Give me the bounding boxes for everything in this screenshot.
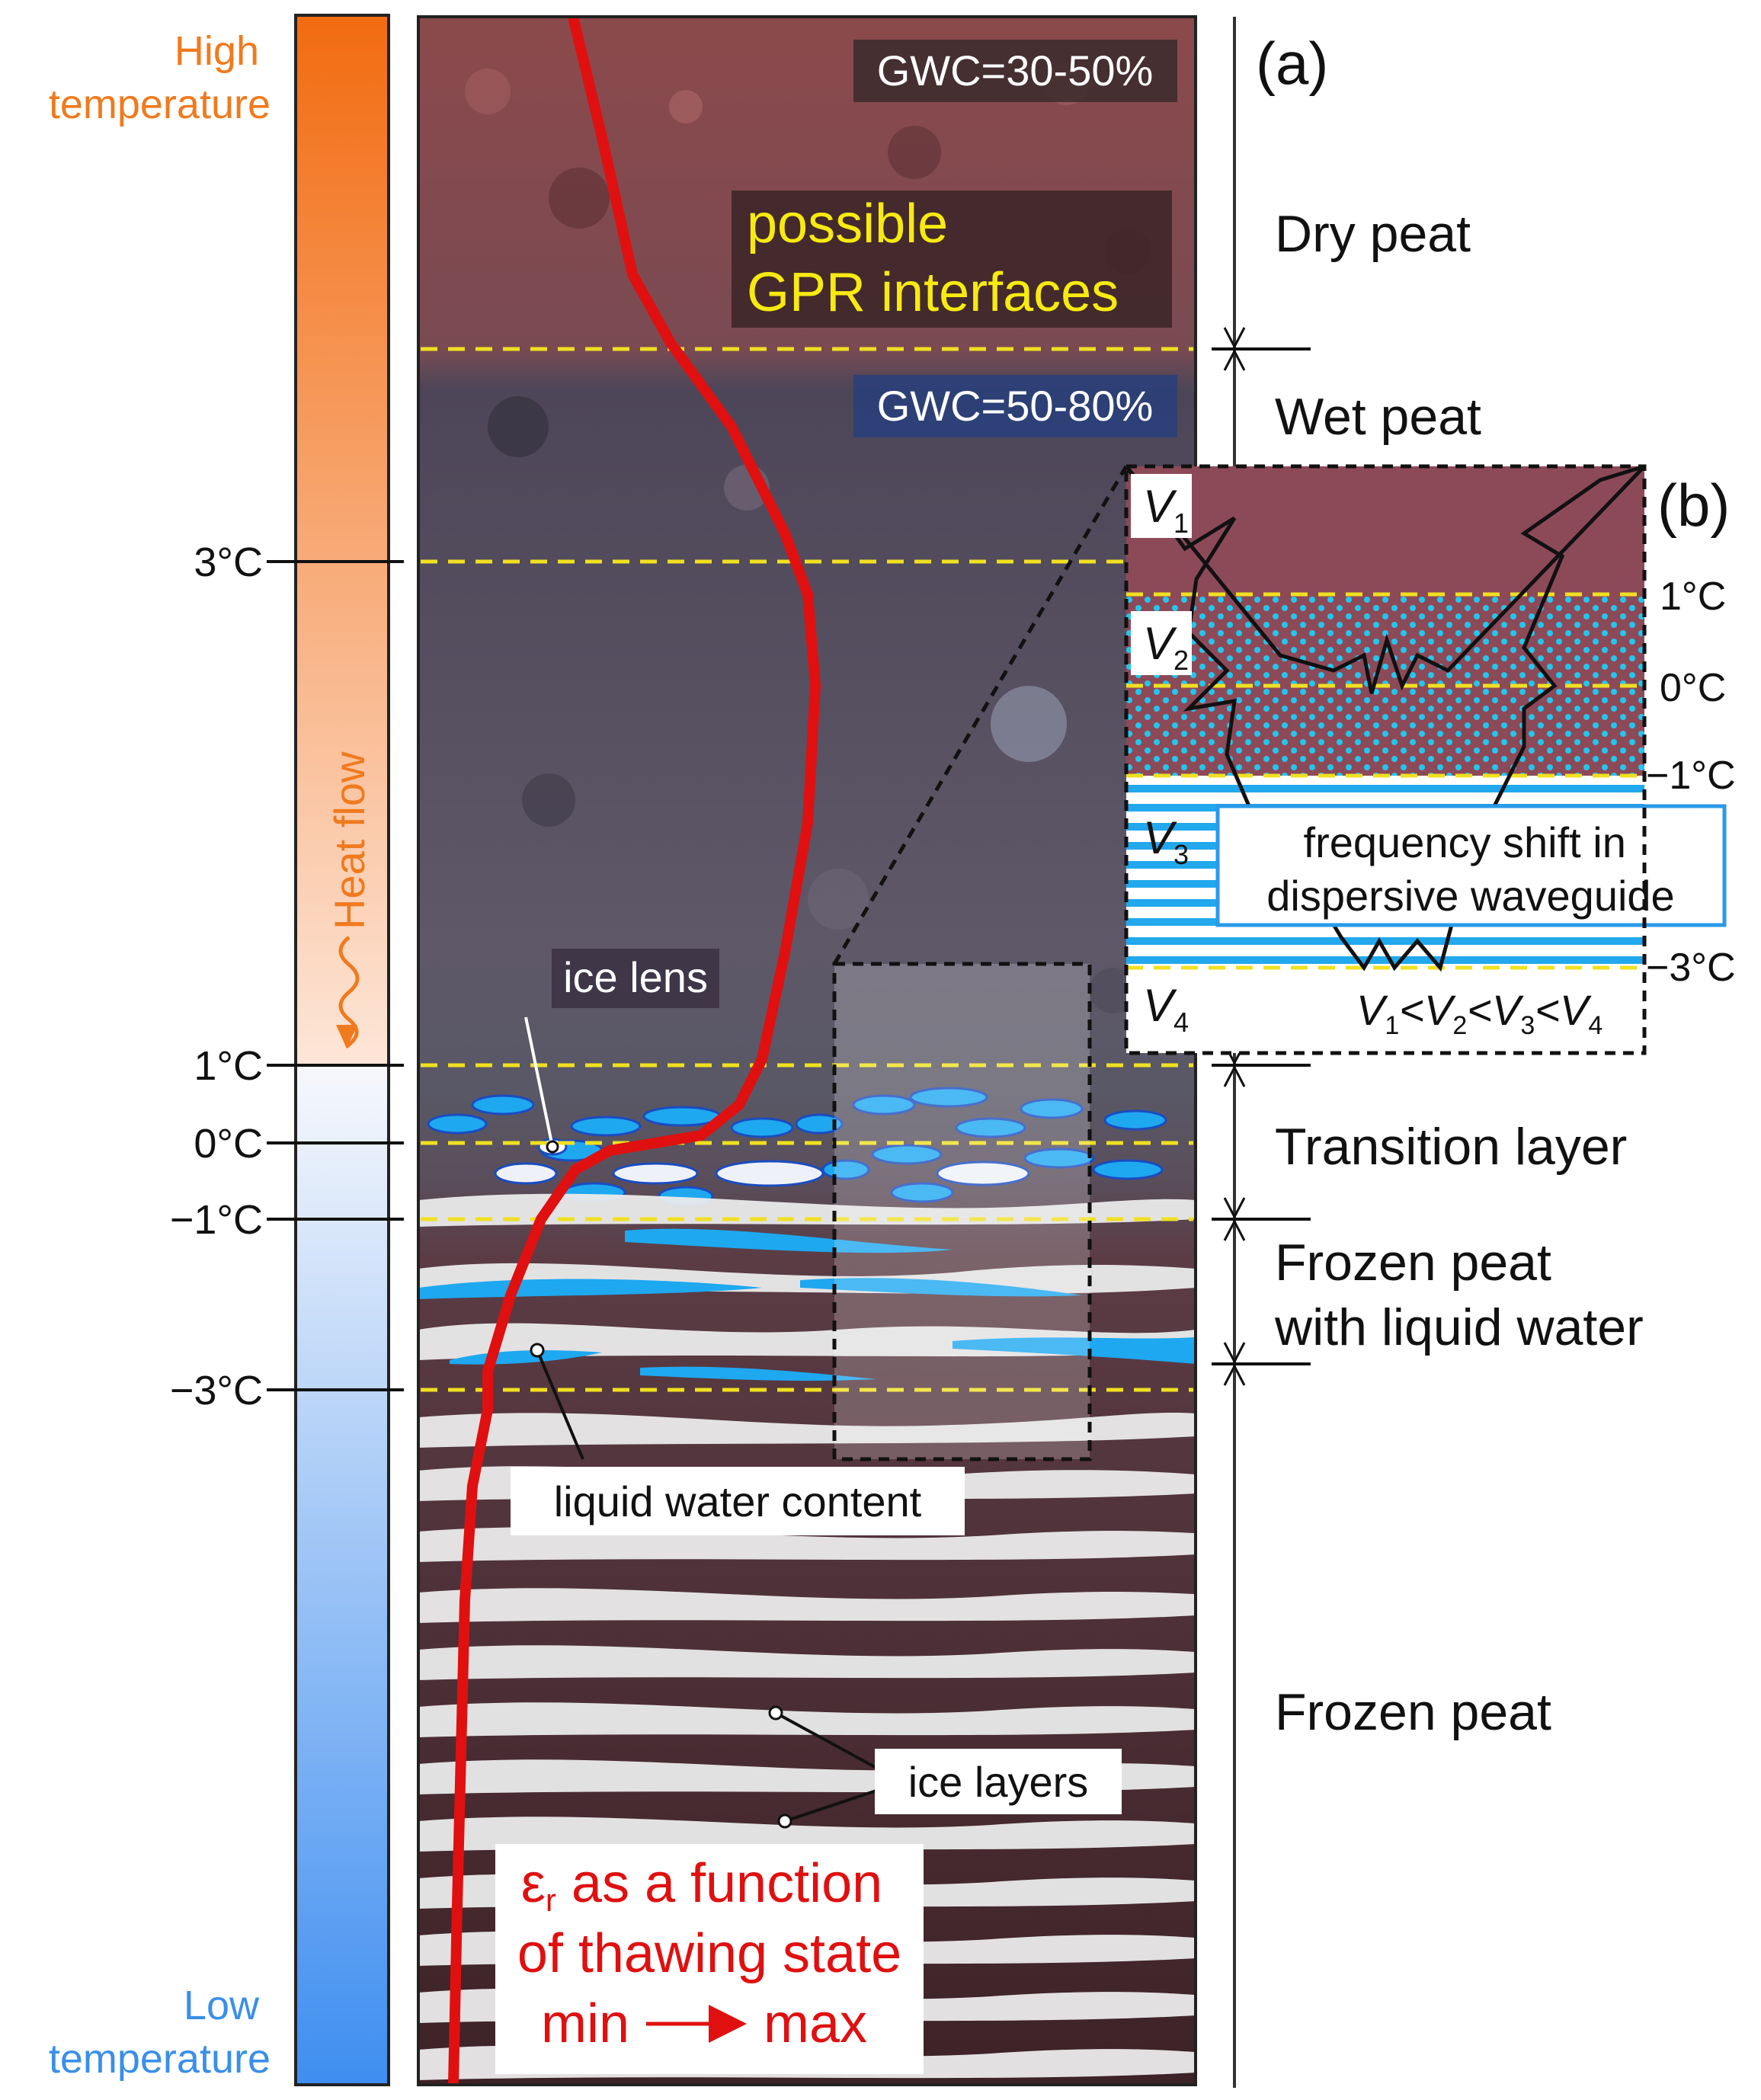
liquid-water-label: liquid water content xyxy=(554,1477,922,1525)
interfaces-box xyxy=(732,190,1172,328)
high-temp-line-2: temperature xyxy=(49,82,271,127)
ice-layers-pointer-1 xyxy=(775,1711,877,1769)
layer-frozen-liquid-line-1: Frozen peat xyxy=(1275,1234,1551,1292)
permittivity-line-1: εr as a function xyxy=(521,1853,882,1918)
panel-b-border xyxy=(1124,464,1647,1055)
frequency-shift-box xyxy=(1215,804,1727,927)
scale-cold-section xyxy=(296,1065,389,2085)
panel-b: V1 V2 V3 V4 frequency shift in dispersiv… xyxy=(1124,464,1736,1055)
low-temperature-label: Low temperature xyxy=(49,1983,271,2082)
low-temp-line-1: Low xyxy=(184,1983,260,2028)
permittivity-max: max xyxy=(764,1993,867,2054)
frequency-shift-label: frequency shift in dispersive waveguide xyxy=(1266,818,1674,920)
peat-background xyxy=(418,17,1196,2085)
scale-tick-label: 0°C xyxy=(194,1121,263,1167)
heat-flow-arrow-icon xyxy=(336,1025,357,1048)
ice-lens-pointer xyxy=(524,1016,554,1148)
velocity-labels: V1 V2 V3 V4 xyxy=(1131,474,1192,1038)
panel-b-tag: (b) xyxy=(1657,472,1730,539)
svg-text:0°C: 0°C xyxy=(1660,666,1726,710)
permittivity-min: min xyxy=(541,1993,629,2054)
panel-a-tag: (a) xyxy=(1256,30,1328,97)
zoom-region xyxy=(832,962,1092,1461)
scale-warm-section xyxy=(296,15,389,1065)
svg-text:V1: V1 xyxy=(1143,481,1189,539)
liquid-water-pointer xyxy=(536,1349,584,1460)
layer-dry-peat: Dry peat xyxy=(1275,205,1471,263)
boundary-arrow-icon xyxy=(1223,1197,1246,1241)
velocity-inequality: V1<V2<V3<V4 xyxy=(1356,986,1603,1040)
high-temp-line-1: High xyxy=(174,28,259,74)
ray-path-inner xyxy=(1125,465,1646,694)
ice-layers-pointer-2 xyxy=(784,1789,877,1823)
svg-text:V2: V2 xyxy=(1143,618,1189,676)
layer-labels: Dry peat Wet peat Transition layer Froze… xyxy=(1274,205,1644,1741)
svg-text:V3: V3 xyxy=(1143,812,1189,870)
ice-layers-box xyxy=(875,1749,1122,1814)
svg-text:V4: V4 xyxy=(1143,980,1189,1038)
gwc-wet-label: GWC=50-80% xyxy=(877,382,1154,430)
ray-path xyxy=(1124,464,1645,972)
frequency-shift-line-2: dispersive waveguide xyxy=(1266,872,1674,920)
boundary-arrow-icon xyxy=(1223,327,1246,371)
gwc-dry-box xyxy=(853,40,1177,102)
gwc-dry-label: GWC=30-50% xyxy=(877,46,1154,94)
scale-tick-label: −1°C xyxy=(170,1197,263,1243)
svg-text:1°C: 1°C xyxy=(1660,575,1726,619)
zoom-connector xyxy=(832,465,1129,965)
liquid-water-box xyxy=(511,1467,965,1535)
high-temperature-label: High temperature xyxy=(49,28,271,127)
interfaces-line-1: possible xyxy=(747,194,948,254)
panel-b-temperatures: 1°C 0°C −1°C −3°C xyxy=(1646,575,1736,990)
scale-tick-label: 3°C xyxy=(194,539,263,585)
frequency-shift-line-1: frequency shift in xyxy=(1304,818,1626,866)
ice-lens-box xyxy=(552,949,719,1008)
layer-frozen-liquid-line-2: with liquid water xyxy=(1274,1298,1644,1356)
heat-flow-label: Heat flow xyxy=(325,751,373,930)
liquid-water-streaks xyxy=(418,1228,1196,1381)
permittivity-curve xyxy=(448,15,821,2086)
peat-column: GWC=30-50% GWC=50-80% possible GPR inter… xyxy=(417,15,1197,2086)
gpr-interface-lines xyxy=(421,347,1193,1392)
scale-tick-label: −3°C xyxy=(170,1368,263,1413)
scale-border xyxy=(294,14,390,2086)
layer-frozen-liquid: Frozen peat with liquid water xyxy=(1274,1234,1644,1356)
interfaces-line-2: GPR interfaces xyxy=(747,262,1119,323)
panel-b-v1-layer xyxy=(1126,466,1644,594)
gwc-wet-box xyxy=(853,375,1177,437)
temperature-scale: Heat flow xyxy=(267,14,404,2086)
layer-wet-peat: Wet peat xyxy=(1275,388,1481,446)
svg-text:−1°C: −1°C xyxy=(1646,754,1736,798)
permittivity-label: εr as a function of thawing state xyxy=(517,1853,901,1984)
low-temp-line-2: temperature xyxy=(49,2036,271,2082)
boundary-arrow-icon xyxy=(1223,1342,1246,1386)
svg-text:−3°C: −3°C xyxy=(1646,946,1736,990)
scale-tick-label: 1°C xyxy=(194,1043,263,1089)
scale-labels: High temperature Low temperature 3°C 1°C… xyxy=(49,28,271,2082)
layer-transition: Transition layer xyxy=(1275,1118,1627,1176)
ice-lens-label: ice lens xyxy=(563,953,708,1001)
permittivity-line-2: of thawing state xyxy=(517,1923,901,1984)
interfaces-label: possible GPR interfaces xyxy=(747,194,1119,323)
ice-layers-label: ice layers xyxy=(908,1758,1089,1806)
layer-frozen-peat: Frozen peat xyxy=(1275,1683,1551,1741)
